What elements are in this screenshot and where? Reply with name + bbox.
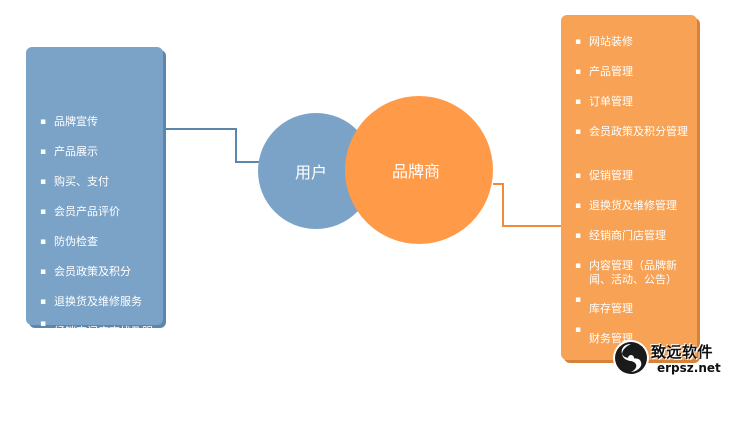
list-item-label: 订单管理 [589,95,633,108]
user-node-label: 用户 [294,163,327,182]
list-item-label: 购买、支付 [54,175,109,188]
list-item-label: 库存管理 [589,302,633,315]
bullet-dot-icon: ▪ [40,267,47,277]
bullet-dot-icon: ▪ [575,231,582,241]
bullet-dot-icon: ▪ [575,67,582,77]
list-item-label: 产品展示 [54,145,98,158]
user-features-panel: ▪ 品牌宣传 ▪ 产品展示 ▪ 购买、支付 ▪ 会员产品评价 ▪ 防伪检查 ▪ … [26,47,163,352]
list-item-label: 会员政策及积分管理 [589,125,688,138]
brand-connector-line [493,183,561,227]
bullet-dot-icon: ▪ [575,201,582,211]
list-item-label: 网站装修 [589,35,633,48]
list-item-label: 产品管理 [589,65,633,78]
bullet-dot-icon: ▪ [40,207,47,217]
list-item-label: 退换货及维修管理 [589,199,677,212]
brand-node: 品牌商 [345,96,493,244]
user-connector-line [163,128,262,163]
bullet-dot-icon: ▪ [40,117,47,127]
bullet-dot-icon: ▪ [40,147,47,157]
list-item-label: 经销商门店管理 [589,229,666,242]
bullet-dot-icon: ▪ [40,237,47,247]
list-item-label: 会员政策及积分 [54,265,131,278]
watermark-url: erpsz.net [657,361,721,375]
bullet-dot-icon: ▪ [575,295,582,305]
bullet-dot-icon: ▪ [40,319,47,329]
list-item-label: 经销商门店查找及服务 [54,325,153,352]
brand-features-panel: ▪ 网站装修 ▪ 产品管理 ▪ 订单管理 ▪ 会员政策及积分管理 ▪ 促销管理 … [561,15,697,360]
list-item-label: 财务管理 [589,332,633,345]
swirl-logo-icon [613,340,649,376]
bullet-dot-icon: ▪ [575,171,582,181]
list-item-label: 品牌宣传 [54,115,98,128]
brand-node-label: 品牌商 [391,162,440,181]
bullet-dot-icon: ▪ [575,261,582,271]
bullet-dot-icon: ▪ [40,177,47,187]
watermark: 致远软件 erpsz.net [611,338,726,380]
bullet-dot-icon: ▪ [575,37,582,47]
bullet-dot-icon: ▪ [40,297,47,307]
bullet-dot-icon: ▪ [575,127,582,137]
list-item-label: 防伪检查 [54,235,98,248]
watermark-name: 致远软件 [651,343,714,361]
list-item-label: 内容管理（品牌新闻、活动、公告） [589,259,677,286]
bullet-dot-icon: ▪ [575,325,582,335]
list-item-label: 会员产品评价 [54,205,120,218]
bullet-dot-icon: ▪ [575,97,582,107]
list-item-label: 促销管理 [589,169,633,182]
list-item-label: 退换货及维修服务 [54,295,142,308]
